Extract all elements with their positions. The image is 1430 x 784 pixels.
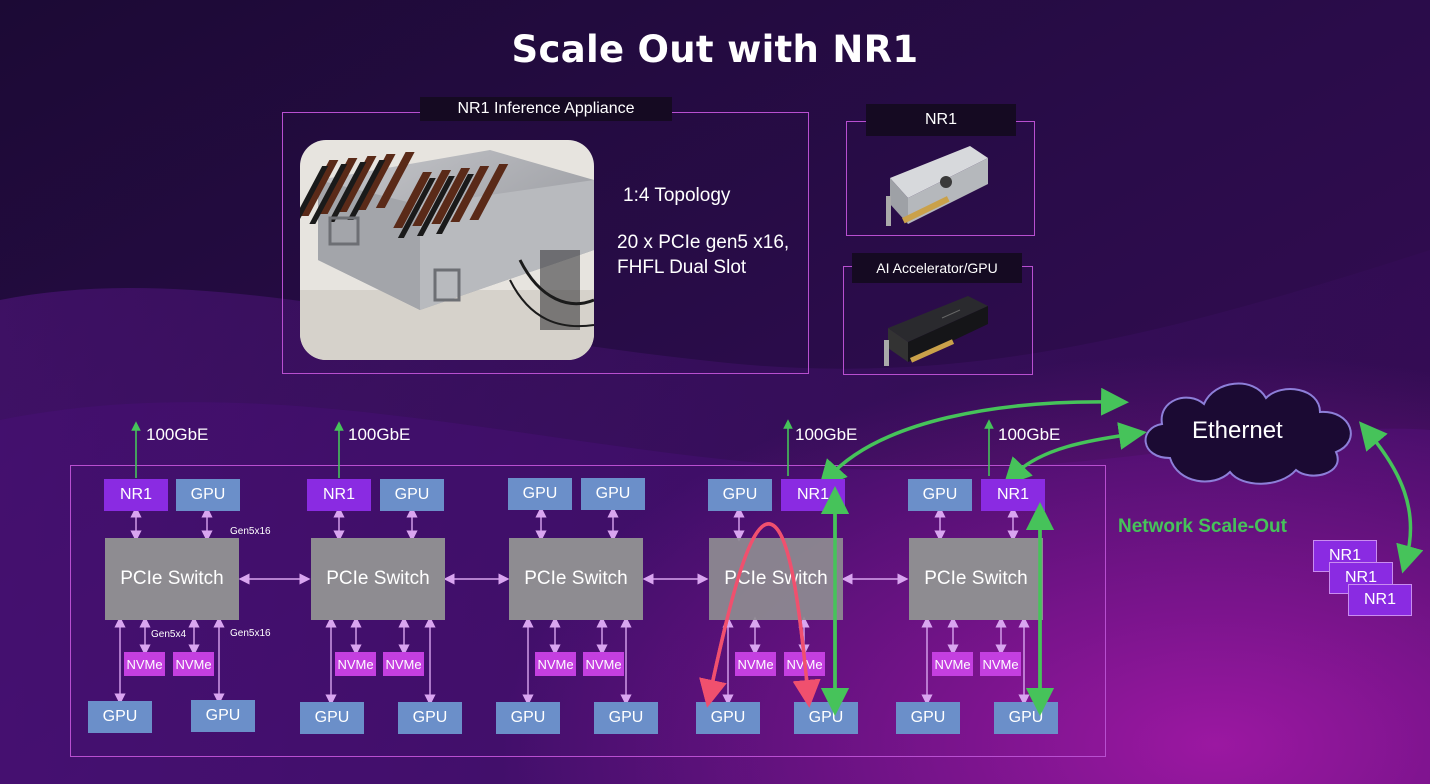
link-label-1: 100GbE [146,425,209,444]
link-label-3: 100GbE [795,425,858,444]
gpu-bottom-5a: GPU [896,702,960,734]
gpu-top-1a: GPU [176,479,240,511]
red-gpu-to-gpu-path [699,522,821,708]
gpu-bottom-1a: GPU [88,701,152,733]
gpu-top-4a: GPU [708,479,772,511]
gpu-bottom-1b: GPU [191,700,255,732]
link-label-4: 100GbE [998,425,1061,444]
page-title: Scale Out with NR1 [511,28,919,71]
nvme-5b: NVMe [980,652,1021,676]
nr1-slot-1: NR1 [104,479,168,511]
nr1-slot-4: NR1 [781,479,845,511]
pcie-switch-5: PCIe Switch [909,538,1043,620]
pcie-switch-3: PCIe Switch [509,538,643,620]
spec-line2: FHFL Dual Slot [617,257,747,278]
gpu-card-label: AI Accelerator/GPU [852,253,1022,283]
scale-out-label: Network Scale-Out [1118,516,1287,537]
gpu-bottom-3a: GPU [496,702,560,734]
nvme-4a: NVMe [735,652,776,676]
appliance-label: NR1 Inference Appliance [420,97,672,121]
pcie-switch-2: PCIe Switch [311,538,445,620]
lane-label-bottom: Gen5x16 [230,628,271,639]
nvme-3a: NVMe [535,652,576,676]
nvme-5a: NVMe [932,652,973,676]
spec-line1: 20 x PCIe gen5 x16, [617,232,790,253]
lane-label-nvme: Gen5x4 [151,629,187,640]
gpu-bottom-3b: GPU [594,702,658,734]
nvme-1b: NVMe [173,652,214,676]
nvme-3b: NVMe [583,652,624,676]
stack-nr1-3: NR1 [1348,584,1412,616]
gpu-bottom-2b: GPU [398,702,462,734]
gpu-card-image [884,296,988,366]
nvme-2a: NVMe [335,652,376,676]
nr1-card-label: NR1 [866,104,1016,136]
ethernet-cloud [1144,382,1352,485]
gpu-bottom-2a: GPU [300,702,364,734]
appliance-photo [300,140,594,360]
nr1-slot-2: NR1 [307,479,371,511]
gpu-top-3a: GPU [508,478,572,510]
topology-text: 1:4 Topology [623,185,731,206]
pcie-switch-1: PCIe Switch [105,538,239,620]
nvme-2b: NVMe [383,652,424,676]
nvme-1a: NVMe [124,652,165,676]
ethernet-label: Ethernet [1192,417,1283,444]
gpu-top-5a: GPU [908,479,972,511]
gpu-top-2a: GPU [380,479,444,511]
nr1-card-image [886,146,988,226]
system-frame [70,465,1106,757]
lane-label-top: Gen5x16 [230,526,271,537]
link-label-2: 100GbE [348,425,411,444]
gpu-top-3b: GPU [581,478,645,510]
